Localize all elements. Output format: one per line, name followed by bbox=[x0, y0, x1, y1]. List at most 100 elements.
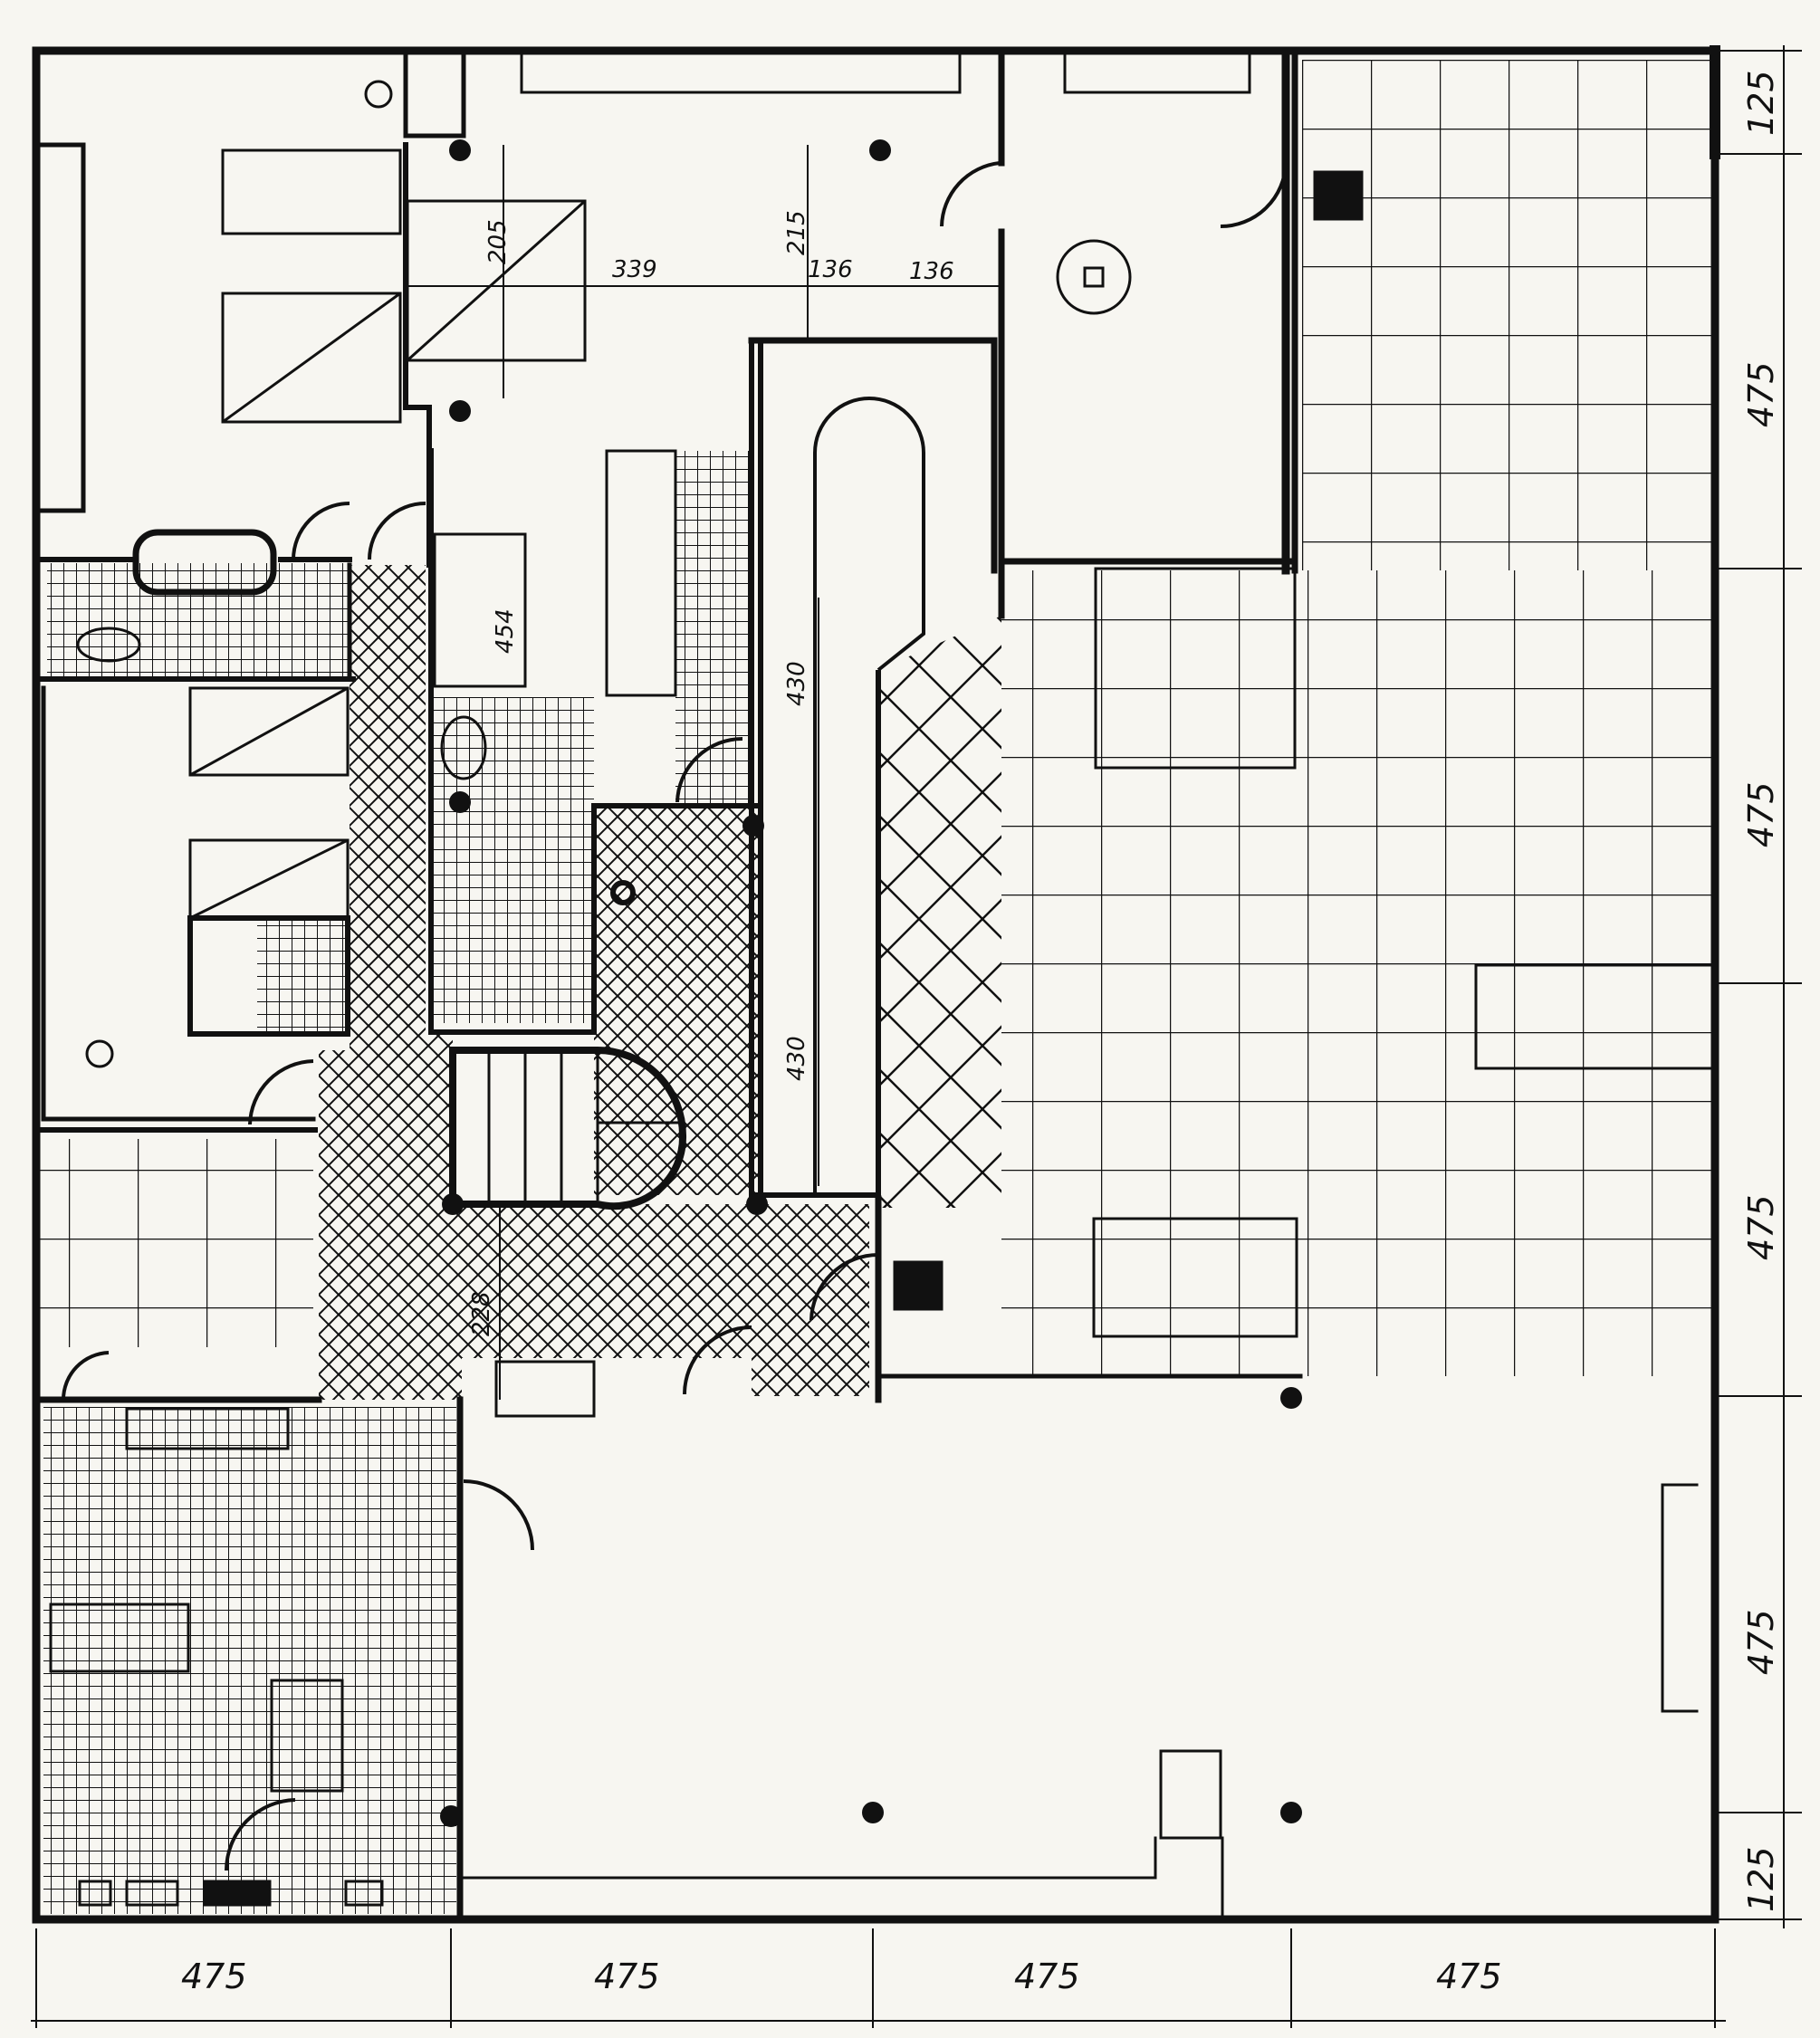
bed-2-diagonal bbox=[222, 292, 401, 424]
door-5 bbox=[675, 737, 743, 803]
spiral-stair bbox=[449, 1047, 687, 1210]
dim-ticks-bottom bbox=[35, 1928, 1716, 2028]
door-6 bbox=[248, 1059, 314, 1125]
floor-finishes bbox=[34, 60, 1715, 1914]
wall-u bbox=[1661, 1483, 1699, 1713]
wardrobe-1 bbox=[406, 199, 587, 362]
sink-2 bbox=[440, 715, 487, 780]
wall-x bbox=[520, 49, 962, 94]
door-8 bbox=[683, 1325, 752, 1395]
dim-right-5: 475 bbox=[1741, 1609, 1781, 1675]
doors bbox=[62, 161, 1288, 1871]
dimension-labels: 475 475 475 475 125 475 475 475 475 125 … bbox=[181, 70, 1781, 1996]
dim-339: 339 bbox=[612, 256, 657, 283]
counter bbox=[433, 532, 527, 688]
column-5 bbox=[742, 815, 764, 837]
column-6 bbox=[442, 1193, 464, 1215]
kitchen-unit-6 bbox=[344, 1880, 384, 1907]
bar-counter bbox=[494, 1360, 596, 1418]
dim-right-1: 125 bbox=[1741, 70, 1781, 136]
dim-205: 205 bbox=[484, 219, 512, 264]
storage bbox=[605, 449, 677, 697]
wall-f bbox=[41, 685, 316, 1122]
wall-m bbox=[748, 337, 998, 574]
kitchen-unit-1 bbox=[125, 1407, 290, 1450]
door-3 bbox=[292, 502, 350, 560]
toilet-square bbox=[1083, 266, 1105, 288]
fixtures bbox=[49, 80, 1717, 1907]
dim-ticks-right bbox=[1715, 50, 1802, 1920]
corridor-crosshatch bbox=[319, 565, 869, 1400]
dim-430b: 430 bbox=[783, 1036, 810, 1081]
cabinet-left-1-diagonal bbox=[189, 686, 349, 777]
kitchen-unit-4 bbox=[78, 1880, 112, 1907]
column-circle-2 bbox=[85, 1039, 114, 1068]
dim-bottom-3: 475 bbox=[1014, 1957, 1080, 1996]
hall-crosshatch bbox=[594, 806, 761, 1195]
door-10 bbox=[463, 1479, 534, 1551]
column-11 bbox=[440, 1805, 462, 1827]
dim-215: 215 bbox=[783, 210, 810, 255]
ramp-hatch bbox=[878, 616, 1001, 1208]
door-9 bbox=[62, 1351, 110, 1401]
terrace-tiles-central bbox=[1001, 570, 1715, 1376]
bathroom-grid-small bbox=[257, 918, 346, 1032]
kitchen-black bbox=[203, 1880, 272, 1907]
bench-2 bbox=[1092, 1217, 1298, 1338]
bed-1 bbox=[221, 148, 402, 235]
column-7 bbox=[746, 1193, 768, 1215]
lower-left-grid bbox=[43, 1407, 456, 1914]
dim-228: 228 bbox=[468, 1291, 495, 1336]
round-fixture bbox=[610, 880, 636, 905]
kitchen-unit-5 bbox=[125, 1880, 179, 1907]
dim-136a: 136 bbox=[808, 256, 853, 283]
terrace-tiles-top bbox=[1302, 60, 1715, 570]
dim-bottom-4: 475 bbox=[1436, 1957, 1502, 1996]
kitchen-unit-2 bbox=[49, 1603, 190, 1673]
wall-k bbox=[428, 448, 763, 1035]
toilet-round bbox=[1056, 239, 1132, 315]
dim-bottom-2: 475 bbox=[594, 1957, 660, 1996]
tiles-left-mid bbox=[34, 1139, 313, 1347]
wall-o bbox=[998, 47, 1298, 574]
cabinet-left-2-diagonal bbox=[189, 838, 349, 920]
column-2 bbox=[869, 139, 891, 161]
bathtub bbox=[132, 529, 277, 596]
chimney-top bbox=[1313, 170, 1364, 221]
dim-right-2: 475 bbox=[1741, 361, 1781, 427]
column-3 bbox=[449, 400, 471, 422]
door-7 bbox=[809, 1253, 879, 1321]
column-circle-1 bbox=[364, 80, 393, 109]
column-8 bbox=[1280, 1387, 1302, 1409]
door-2 bbox=[1220, 162, 1288, 228]
door-4 bbox=[368, 502, 426, 560]
dim-454: 454 bbox=[492, 608, 519, 654]
sink-1 bbox=[76, 627, 141, 663]
bathroom-grid-upper bbox=[47, 563, 350, 677]
door-11 bbox=[225, 1798, 296, 1871]
door-1 bbox=[940, 161, 1001, 227]
bathroom-grid-strip bbox=[675, 451, 752, 804]
wall-top-left-room bbox=[34, 142, 86, 513]
column-10 bbox=[1280, 1802, 1302, 1823]
bed-2 bbox=[221, 292, 402, 424]
bathroom-grid-mid bbox=[431, 697, 594, 1023]
column-9 bbox=[862, 1802, 884, 1823]
wardrobe-1-diagonal bbox=[406, 199, 587, 362]
ramp-and-stair bbox=[449, 340, 925, 1210]
cabinet-left-1 bbox=[188, 686, 350, 777]
wc-cubicle bbox=[1159, 1749, 1222, 1840]
wall-a bbox=[403, 48, 466, 139]
cabinet-left-2 bbox=[188, 838, 350, 920]
dim-right-4: 475 bbox=[1741, 1194, 1781, 1260]
ramp-curve bbox=[813, 397, 925, 1195]
kitchen-unit-3 bbox=[270, 1679, 344, 1793]
wall-v bbox=[458, 1836, 1157, 1880]
dim-430a: 430 bbox=[783, 661, 810, 706]
column-1 bbox=[449, 139, 471, 161]
wall-y bbox=[1063, 49, 1251, 94]
columns bbox=[440, 139, 1302, 1827]
column-4 bbox=[449, 791, 471, 813]
